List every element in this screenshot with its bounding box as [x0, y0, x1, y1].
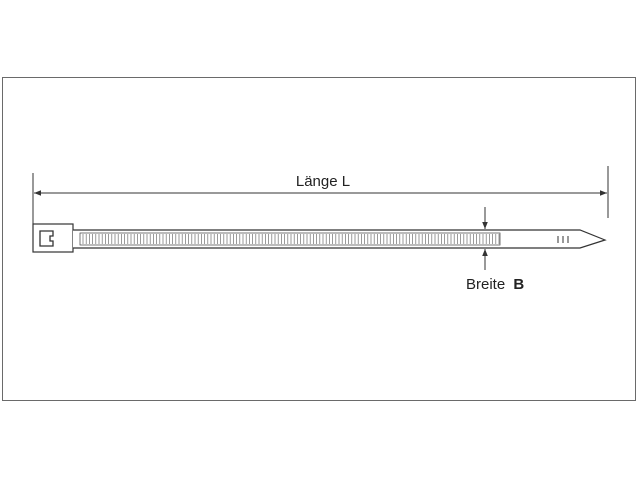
cable-tie: [32, 223, 607, 253]
length-dimension: Länge L: [32, 166, 609, 224]
length-label: Länge L: [296, 173, 350, 190]
width-label-symbol: B: [513, 276, 524, 293]
head-latch-icon: [39, 230, 54, 247]
width-dimension: Breite B: [466, 207, 524, 293]
width-label: Breite B: [466, 276, 524, 293]
tie-teeth: [79, 232, 501, 246]
width-label-prefix: Breite: [466, 276, 505, 293]
tie-teeth-lines: [82, 234, 500, 244]
tie-head: [32, 223, 74, 253]
